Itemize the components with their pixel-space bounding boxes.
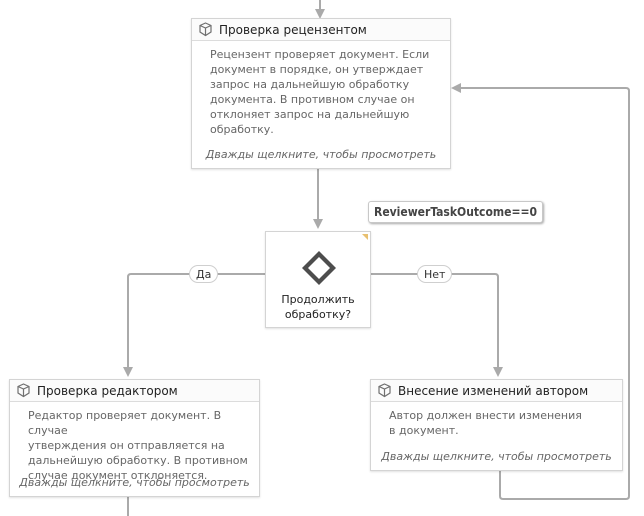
activity-editor-header: Проверка редактором	[10, 380, 259, 402]
branch-label-no: Нет	[417, 265, 453, 283]
activity-open-hint: Дважды щелкните, чтобы просмотреть	[381, 450, 612, 463]
sequence-activity-icon	[378, 383, 391, 398]
decision-condition-label: ReviewerTaskOutcome==0	[368, 201, 544, 223]
sequence-activity-icon	[17, 383, 30, 398]
connector-author-loop	[451, 83, 630, 500]
activity-author-header: Внесение изменений автором	[371, 380, 622, 402]
branch-label-yes: Да	[189, 265, 219, 283]
decision-label: Продолжить обработку?	[281, 293, 355, 321]
activity-title: Проверка редактором	[37, 383, 178, 398]
activity-description: Редактор проверяет документ. В случае ут…	[28, 409, 248, 482]
activity-title: Внесение изменений автором	[398, 383, 589, 398]
activity-description: Рецензент проверяет документ. Если докум…	[210, 48, 430, 136]
activity-open-hint: Дважды щелкните, чтобы просмотреть	[19, 476, 250, 489]
sequence-activity-icon	[199, 22, 212, 37]
decision-corner-mark	[362, 234, 368, 240]
activity-reviewer[interactable]: Проверка рецензентом Рецензент проверяет…	[191, 18, 451, 169]
decision-diamond-icon	[302, 251, 336, 285]
decision-node[interactable]: Продолжить обработку?	[265, 231, 371, 328]
connector-yes-branch	[123, 273, 265, 377]
activity-editor[interactable]: Проверка редактором Редактор проверяет д…	[9, 379, 260, 497]
activity-open-hint: Дважды щелкните, чтобы просмотреть	[205, 148, 437, 161]
activity-description: Автор должен внести изменения в документ…	[389, 409, 582, 437]
activity-title: Проверка рецензентом	[219, 22, 367, 37]
activity-reviewer-header: Проверка рецензентом	[192, 19, 450, 41]
connector-no-branch	[371, 273, 503, 377]
activity-author[interactable]: Внесение изменений автором Автор должен …	[370, 379, 623, 471]
